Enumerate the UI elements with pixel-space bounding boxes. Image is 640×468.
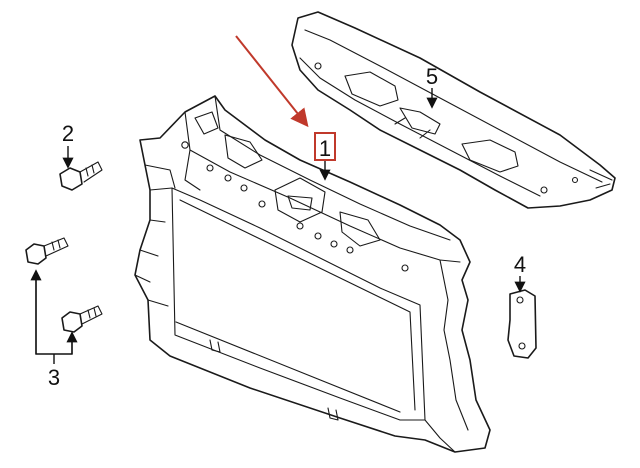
bracket-part-4: [507, 289, 537, 359]
callout-1: 1: [319, 136, 331, 161]
callout-labels: 1 2 3 4 5: [48, 64, 526, 390]
bolt-part-2: [59, 161, 103, 191]
callout-5: 5: [426, 64, 438, 89]
callout-4: 4: [514, 252, 526, 277]
callout-2: 2: [62, 121, 74, 146]
callout-1-highlight-box: [314, 132, 336, 161]
radiator-support-part-1: [134, 95, 491, 453]
leader-lines: [30, 35, 526, 364]
upper-cover-part-5: [291, 11, 616, 209]
highlight-arrow: [235, 35, 309, 128]
bolts-part-3: [25, 237, 103, 333]
callout-3: 3: [48, 365, 60, 390]
